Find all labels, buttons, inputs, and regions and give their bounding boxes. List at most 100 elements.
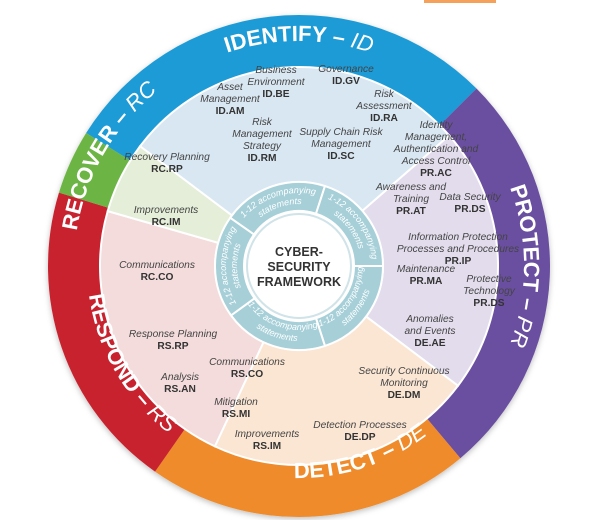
category-code: RS.RP [157,341,188,352]
category-code: RC.IM [152,217,181,228]
category-name: Management [232,129,293,140]
category-name: Mitigation [214,397,258,408]
category-name: Management, [405,132,467,143]
outer-function-ring [47,15,550,517]
center-title-line: SECURITY [267,260,331,274]
identify-categories: AssetManagementID.AMBusinessEnvironmentI… [200,64,413,164]
category-name: Training [393,194,429,205]
category-name: Identity [420,120,454,131]
category-name: Risk [252,117,273,128]
category-name: Business [255,65,296,76]
category-code: RC.CO [141,272,174,283]
category-name: Management [311,139,372,150]
category-code: RS.IM [253,441,281,452]
recover-function-band [58,132,131,208]
category-code: RS.MI [222,409,250,420]
category-code: PR.AC [420,168,452,179]
category-code: ID.RA [370,113,398,124]
accompanying-ring-segment [214,216,256,317]
category-name: Communications [209,357,285,368]
category-code: ID.AM [216,106,245,117]
accompanying-statements-label: statements [229,241,243,290]
category-name: Maintenance [397,264,456,275]
center-disc [246,213,352,319]
category-name: Recovery Planning [124,152,210,163]
category-code: DE.DM [388,390,421,401]
category-code: DE.AE [414,338,445,349]
category-sectors [99,66,499,466]
category-name: Strategy [243,141,282,152]
category-code: ID.RM [248,153,277,164]
category-name: Management [200,94,261,105]
category-code: RS.CO [231,369,263,380]
category-code: ID.BE [262,89,289,100]
category-name: Technology [463,286,516,297]
category-code: PR.IP [445,256,472,267]
category-name: Risk [374,89,395,100]
category-code: PR.MA [410,276,443,287]
category-code: ID.GV [332,76,360,87]
category-name: Information Protection [408,232,508,243]
category-name: Protective [466,274,512,285]
category-name: Security Continuous [358,366,449,377]
respond-function-band [47,192,185,472]
category-name: Governance [318,64,374,75]
category-name: and Events [405,326,456,337]
category-name: Assessment [355,101,413,112]
center-title-line: FRAMEWORK [257,275,341,289]
category-code: PR.DS [454,204,485,215]
category-name: Data Security [439,192,501,203]
top-accent-bar [424,0,496,3]
detect-function-band [155,418,461,517]
category-code: PR.AT [396,206,427,217]
identify-function-band [86,15,477,161]
category-name: Improvements [235,429,300,440]
center-title-line: CYBER- [275,245,323,259]
protect-function-band [426,88,550,459]
category-name: Access Control [401,156,471,167]
category-code: ID.SC [327,151,355,162]
category-name: Detection Processes [313,420,406,431]
category-code: RS.AN [164,384,196,395]
category-name: Monitoring [380,378,428,389]
category-name: Analysis [160,372,199,383]
category-name: Improvements [134,205,199,216]
category-name: Environment [247,77,305,88]
category-name: Supply Chain Risk [299,127,383,138]
category-name: Response Planning [129,329,218,340]
category-name: Anomalies [405,314,454,325]
category-name: Awareness and [375,182,446,193]
category-name: Asset [216,82,244,93]
category-name: Authentication and [393,144,479,155]
